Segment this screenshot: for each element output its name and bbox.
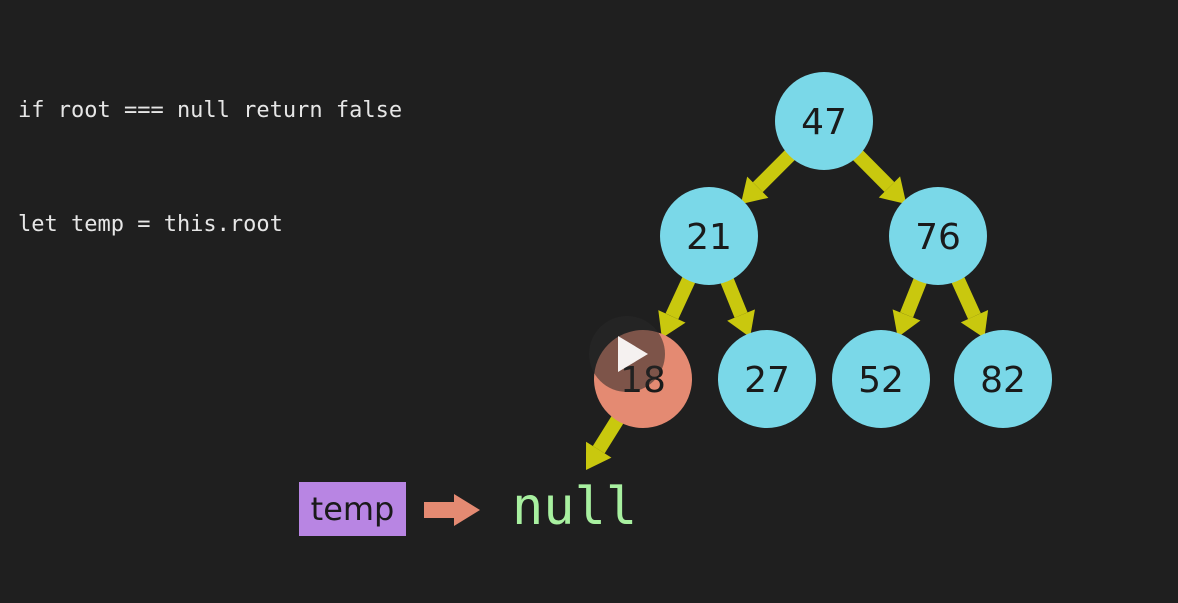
node-value-label: 27: [744, 360, 790, 401]
node-circle: [660, 187, 758, 285]
node-value-label: 21: [686, 217, 732, 258]
edge-arrowhead: [658, 310, 686, 339]
node-value-label: 76: [915, 217, 961, 258]
tree-node-47: 47: [775, 72, 873, 170]
tree-node-82: 82: [954, 330, 1052, 428]
code-block: if root === null return false let temp =…: [18, 16, 402, 320]
edge-n76-n52: [892, 277, 928, 338]
edge-n47-n76: [852, 149, 907, 205]
edge-shaft: [752, 149, 796, 193]
edge-arrowhead: [740, 176, 769, 205]
edge-n21-n18: [658, 275, 696, 339]
node-circle: [832, 330, 930, 428]
edges-layer: [586, 149, 989, 470]
temp-variable-box: temp: [299, 482, 406, 536]
tree-node-21: 21: [660, 187, 758, 285]
tree-node-52: 52: [832, 330, 930, 428]
tree-node-76: 76: [889, 187, 987, 285]
edge-n47-n21: [740, 149, 796, 205]
node-circle: [954, 330, 1052, 428]
edge-shaft: [592, 415, 624, 454]
edge-arrowhead: [586, 441, 612, 470]
node-circle: [889, 187, 987, 285]
pointer-arrow: [424, 494, 480, 526]
node-value-label: 82: [980, 360, 1026, 401]
edge-shaft: [900, 277, 928, 318]
edge-n76-n82: [951, 275, 989, 339]
edge-arrowhead: [892, 309, 921, 338]
tree-node-27: 27: [718, 330, 816, 428]
edge-shaft: [720, 276, 748, 318]
edge-n18-null-slot: [586, 415, 624, 470]
edge-shaft: [852, 149, 895, 192]
edge-arrowhead: [727, 309, 755, 338]
edge-arrowhead: [960, 309, 989, 339]
null-value-label: null: [512, 477, 638, 537]
edge-arrowhead: [878, 176, 907, 205]
node-circle: [718, 330, 816, 428]
play-icon: [618, 336, 648, 372]
node-value-label: 52: [858, 360, 904, 401]
nodes-layer: 47217618275282: [594, 72, 1052, 428]
edge-n21-n27: [720, 276, 755, 338]
node-circle: [775, 72, 873, 170]
code-line-2: let temp = this.root: [18, 212, 283, 237]
play-button[interactable]: [589, 316, 665, 392]
edge-shaft: [951, 275, 981, 320]
code-line-1: if root === null return false: [18, 98, 403, 123]
edge-shaft: [665, 275, 696, 320]
node-value-label: 47: [801, 102, 847, 143]
